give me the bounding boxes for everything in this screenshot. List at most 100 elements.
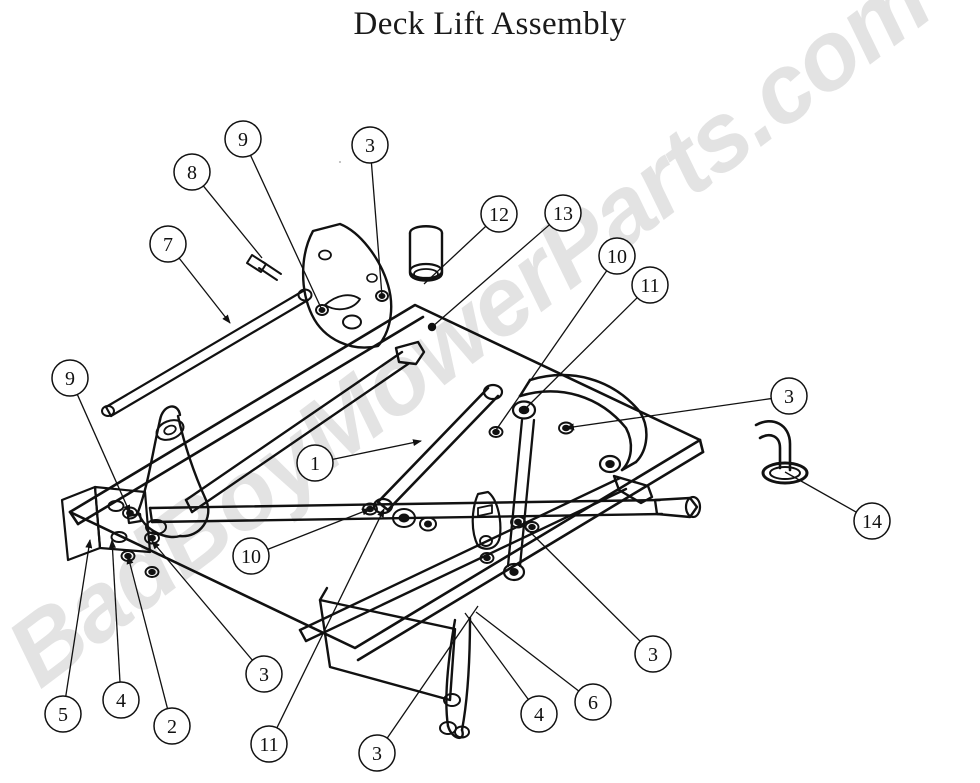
callout-leader-line — [151, 540, 253, 661]
callout-leader-line — [370, 162, 383, 297]
callout-bubble-11[interactable]: 11 — [250, 725, 288, 763]
callout-leader-line — [267, 508, 371, 550]
callout-circle — [351, 126, 389, 164]
callout-circle — [44, 695, 82, 733]
callout-number: 6 — [588, 692, 598, 714]
callout-number: 3 — [372, 743, 382, 765]
page-title: Deck Lift Assembly — [353, 6, 627, 42]
callout-bubble-2[interactable]: 2 — [153, 707, 191, 745]
callout-number: 10 — [241, 546, 261, 568]
callout-leader-line — [65, 539, 93, 697]
callout-circle — [102, 681, 140, 719]
callout-bubble-12[interactable]: 12 — [480, 195, 518, 233]
callout-bubble-14[interactable]: 14 — [853, 502, 891, 540]
bushing-tube-12 — [408, 225, 444, 282]
callout-bubble-11[interactable]: 11 — [631, 266, 669, 304]
callout-circle — [51, 359, 89, 397]
callout-bubble-9[interactable]: 9 — [51, 359, 89, 397]
callout-number: 7 — [163, 234, 173, 256]
deck-frame — [68, 303, 705, 662]
callout-circle — [574, 683, 612, 721]
callout-circle — [173, 153, 211, 191]
callout-number: 4 — [534, 704, 544, 726]
callout-circle — [770, 377, 808, 415]
callout-circle — [232, 537, 270, 575]
callout-leader-line — [386, 605, 479, 739]
callout-circle — [853, 502, 891, 540]
callout-circle — [250, 725, 288, 763]
callout-bubble-3[interactable]: 3 — [351, 126, 389, 164]
callout-bubble-3[interactable]: 3 — [634, 635, 672, 673]
callout-circle — [631, 266, 669, 304]
callout-leader-line — [108, 539, 121, 683]
callout-bubble-9[interactable]: 9 — [224, 120, 262, 158]
callout-bubble-7[interactable]: 7 — [149, 225, 187, 263]
lift-link-1 — [372, 383, 504, 515]
left-mount-bracket — [60, 485, 152, 562]
callout-number: 3 — [784, 386, 794, 408]
bolt-8 — [246, 254, 282, 281]
callout-leader-line — [475, 611, 580, 692]
callout-number: 12 — [489, 204, 509, 226]
callout-circle — [149, 225, 187, 263]
front-cross-tube — [298, 474, 654, 643]
callout-circle — [296, 444, 334, 482]
callout-number: 5 — [58, 704, 68, 726]
callout-number: 9 — [238, 129, 248, 151]
lift-rod-7 — [101, 288, 313, 418]
callout-bubble-4[interactable]: 4 — [102, 681, 140, 719]
callout-bubble-13[interactable]: 13 — [544, 194, 582, 232]
callout-leader-line — [178, 257, 231, 324]
callout-circle — [224, 120, 262, 158]
callout-leader-line — [249, 155, 323, 311]
callout-bubble-10[interactable]: 10 — [598, 237, 636, 275]
callout-number: 13 — [553, 203, 573, 225]
callout-number: 4 — [116, 690, 126, 712]
callout-circle — [245, 655, 283, 693]
callout-bubble-4[interactable]: 4 — [520, 695, 558, 733]
callout-bubble-3[interactable]: 3 — [770, 377, 808, 415]
deck-pan-edge — [318, 586, 457, 702]
callout-leader-line — [431, 224, 550, 328]
callout-bubble-1[interactable]: 1 — [296, 444, 334, 482]
callout-leader-line — [202, 185, 263, 259]
callout-number: 14 — [862, 511, 882, 533]
callout-leader-line — [126, 555, 169, 709]
callout-number: 1 — [310, 453, 320, 475]
callout-leader-line — [784, 471, 857, 513]
right-link-rod — [502, 418, 536, 582]
front-left-lever — [439, 616, 472, 739]
lift-handle-14 — [754, 420, 809, 485]
center-pivot-shaft — [184, 340, 426, 514]
callout-bubble-6[interactable]: 6 — [574, 683, 612, 721]
callout-number: 8 — [187, 162, 197, 184]
callout-number: 10 — [607, 246, 627, 268]
callout-circle — [634, 635, 672, 673]
callout-bubble-5[interactable]: 5 — [44, 695, 82, 733]
callout-leader-line — [521, 523, 641, 642]
callout-number: 2 — [167, 716, 177, 738]
callout-leader-line — [523, 297, 638, 411]
callout-leader-line — [332, 439, 422, 460]
callout-leader-line — [423, 225, 487, 285]
callout-circle — [153, 707, 191, 745]
callout-bubble-3[interactable]: 3 — [245, 655, 283, 693]
callout-number: 3 — [648, 644, 658, 666]
callout-bubble-8[interactable]: 8 — [173, 153, 211, 191]
callout-bubble-3[interactable]: 3 — [358, 734, 396, 772]
callout-number: 11 — [259, 734, 278, 756]
callout-number: 11 — [640, 275, 659, 297]
center-link-plate-6 — [471, 490, 502, 550]
callout-number: 3 — [365, 135, 375, 157]
callout-circle — [544, 194, 582, 232]
callout-leader-line — [276, 508, 385, 729]
callout-bubble-10[interactable]: 10 — [232, 537, 270, 575]
callout-leader-line — [565, 397, 772, 431]
callout-number: 3 — [259, 664, 269, 686]
washer-cluster-center — [392, 508, 437, 532]
callout-circle — [480, 195, 518, 233]
callout-circle — [598, 237, 636, 275]
callout-number: 9 — [65, 368, 75, 390]
